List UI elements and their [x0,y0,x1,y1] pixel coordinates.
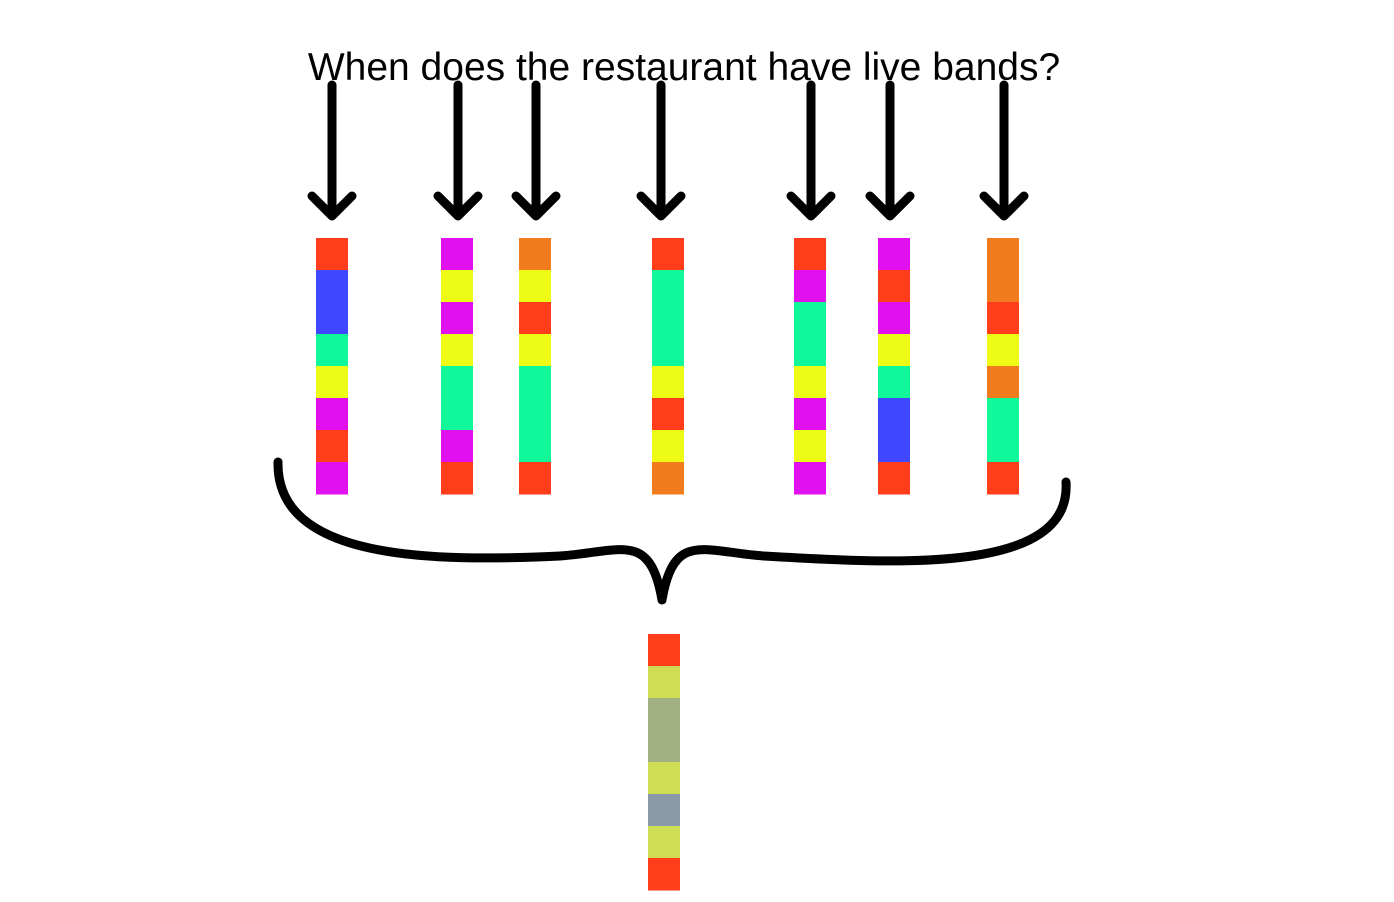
arrow-head [433,191,483,221]
token-vector-2-cell-7 [441,430,473,463]
token-vector-2-cell-5 [441,366,473,399]
token-vector-2-cell-8 [441,462,473,495]
token-vector-1-cell-8 [316,462,348,495]
token-vector-4-cell-8 [652,462,684,495]
token-vector-2-cell-3 [441,302,473,335]
token-vector-3-cell-2 [519,270,551,303]
arrow-head [307,191,357,221]
token-vector-6-cell-8 [878,462,910,495]
token-vector-3-cell-4 [519,334,551,367]
token-vector-columns [316,238,1019,495]
pooled-vector-cell-3 [648,698,680,731]
token-vector-5-cell-1 [794,238,826,271]
token-vector-7-cell-1 [987,238,1019,271]
token-vector-6-cell-4 [878,334,910,367]
token-vector-2-cell-6 [441,398,473,431]
arrow-7 [979,80,1029,221]
arrow-head [511,191,561,221]
arrow-head [979,191,1029,221]
token-vector-5-cell-4 [794,334,826,367]
token-vector-3-cell-1 [519,238,551,271]
token-vector-6-cell-1 [878,238,910,271]
token-vector-1-cell-3 [316,302,348,335]
token-vector-4 [652,238,684,495]
token-vector-6-cell-3 [878,302,910,335]
token-vector-2-cell-2 [441,270,473,303]
token-vector-4-cell-4 [652,334,684,367]
token-vector-1 [316,238,348,495]
token-vector-1-cell-6 [316,398,348,431]
token-vector-7-cell-3 [987,302,1019,335]
arrow-head [636,191,686,221]
token-vector-7-cell-7 [987,430,1019,463]
token-vector-1-cell-4 [316,334,348,367]
token-vector-7-cell-2 [987,270,1019,303]
pooled-vector-cell-6 [648,794,680,827]
arrow-2 [433,80,483,221]
pooled-vector-cell-7 [648,826,680,859]
token-vector-4-cell-7 [652,430,684,463]
token-vector-4-cell-6 [652,398,684,431]
token-vector-3-cell-6 [519,398,551,431]
token-vector-1-cell-7 [316,430,348,463]
arrow-4 [636,80,686,221]
token-vector-2-cell-1 [441,238,473,271]
token-vector-5 [794,238,826,495]
pooled-vector-cell-5 [648,762,680,795]
token-vector-3 [519,238,551,495]
token-vector-3-cell-3 [519,302,551,335]
token-vector-6-cell-2 [878,270,910,303]
token-vector-5-cell-3 [794,302,826,335]
pooled-vector-cell-8 [648,858,680,891]
pooled-vector [648,634,680,891]
token-vector-5-cell-2 [794,270,826,303]
token-arrows [307,80,1029,221]
arrow-3 [511,80,561,221]
token-vector-3-cell-7 [519,430,551,463]
token-vector-7-cell-4 [987,334,1019,367]
token-vector-4-cell-1 [652,238,684,271]
arrow-head [786,191,836,221]
token-vector-5-cell-6 [794,398,826,431]
token-vector-7-cell-5 [987,366,1019,399]
pooling-brace [273,457,1071,605]
pooled-vector-column [648,634,680,891]
token-vector-4-cell-2 [652,270,684,303]
token-vector-6-cell-7 [878,430,910,463]
token-vector-4-cell-5 [652,366,684,399]
token-vector-3-cell-8 [519,462,551,495]
arrow-6 [865,80,915,221]
token-vector-7-cell-8 [987,462,1019,495]
token-vector-6-cell-6 [878,398,910,431]
token-vector-6 [878,238,910,495]
token-vector-7 [987,238,1019,495]
token-vector-1-cell-2 [316,270,348,303]
arrow-head [865,191,915,221]
pooled-vector-cell-4 [648,730,680,763]
token-vector-6-cell-5 [878,366,910,399]
arrow-5 [786,80,836,221]
question-sentence: When does the restaurant have live bands… [308,46,1060,89]
token-vector-3-cell-5 [519,366,551,399]
token-vector-4-cell-3 [652,302,684,335]
token-vector-5-cell-8 [794,462,826,495]
token-vector-5-cell-5 [794,366,826,399]
token-vector-5-cell-7 [794,430,826,463]
pooled-vector-cell-1 [648,634,680,667]
arrow-1 [307,80,357,221]
token-vector-2-cell-4 [441,334,473,367]
token-vector-1-cell-1 [316,238,348,271]
token-vector-7-cell-6 [987,398,1019,431]
pooled-vector-cell-2 [648,666,680,699]
token-vector-1-cell-5 [316,366,348,399]
token-vector-2 [441,238,473,495]
